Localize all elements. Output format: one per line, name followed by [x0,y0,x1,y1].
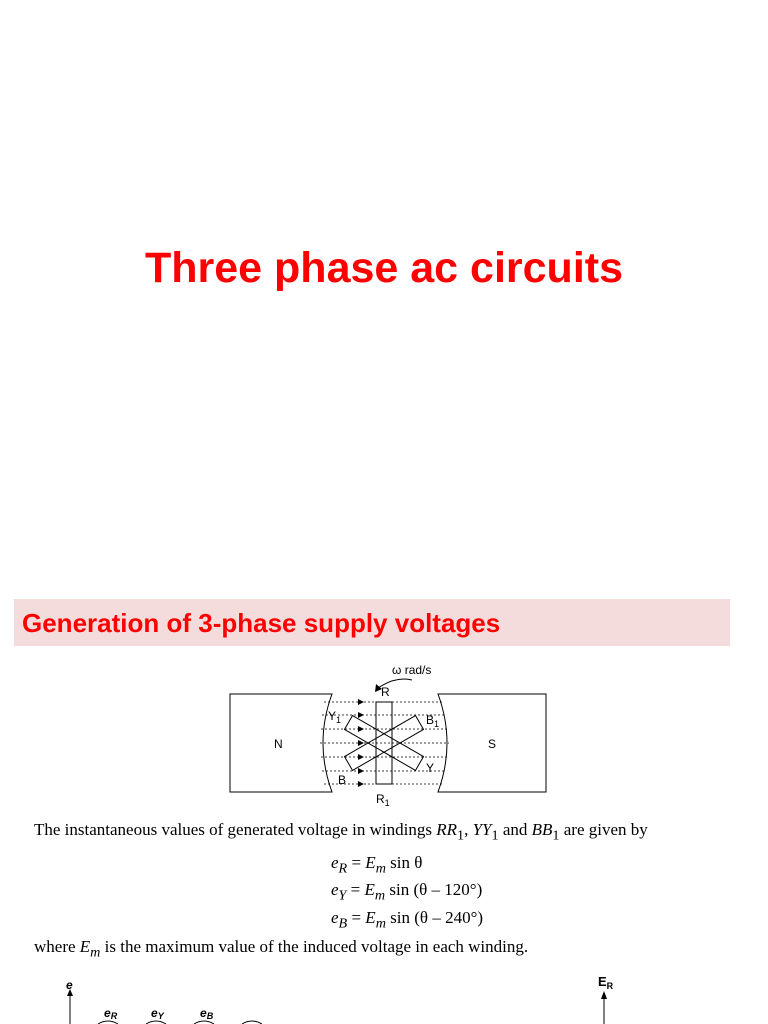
omega-label: ω rad/s [392,663,431,677]
phasor-figure: ER [598,974,614,1024]
equation-ey: eY = Em sin (θ – 120°) [331,880,483,904]
coil-y [343,714,425,772]
label-y1: Y1 [328,709,341,725]
phasor-arrowhead [601,991,607,999]
label-b: B [338,773,346,787]
label-eb: eB [200,1006,214,1021]
waveform-axis-arrow [67,989,73,996]
rotation-arrow [377,678,413,689]
section-heading: Generation of 3-phase supply voltages [22,608,501,638]
slide-title: Three phase ac circuits [145,244,623,292]
intro-paragraph: The instantaneous values of generated vo… [34,820,648,844]
equation-eb: eB = Em sin (θ – 240°) [331,908,484,932]
coil-b [343,714,425,772]
label-y: Y [426,761,434,775]
label-b1: B1 [426,713,439,729]
phasor-label: ER [598,974,614,991]
equation-er: eR = Em sin θ [331,853,423,877]
waveform-curves [97,1020,263,1024]
flux-arrows [358,699,364,787]
section-header-bar: Generation of 3-phase supply voltages [14,599,730,646]
waveform-figure: e eR eY eB [66,980,263,1024]
coil-r [375,701,393,785]
pole-s-label: S [488,737,496,751]
label-er: eR [104,1006,118,1021]
south-pole [437,693,547,793]
pole-n-label: N [274,737,283,751]
where-sentence: where Em is the maximum value of the ind… [34,937,529,961]
label-r: R [381,685,390,699]
generator-diagram: ω rad/s N S R R1 Y1 B1 Y B [229,663,547,808]
label-r1: R1 [376,792,390,808]
waveform-axis-label: e [66,980,73,992]
north-pole [229,693,333,793]
label-ey: eY [151,1006,165,1021]
